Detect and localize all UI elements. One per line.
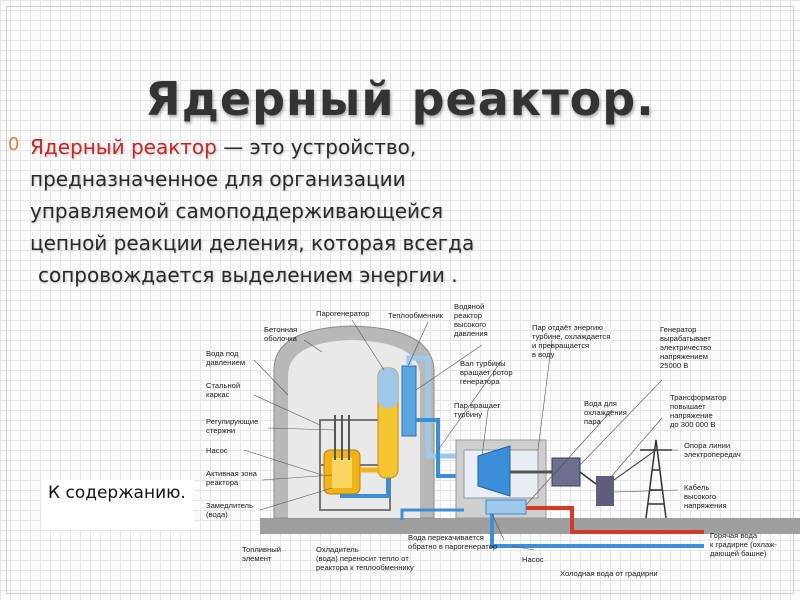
leader-lines [243, 319, 679, 551]
definition-line-1-rest: — это устройство, [216, 135, 417, 159]
label-zamed-1: Замедлитель [206, 501, 253, 510]
label-holod: Холодная вода от градирни [560, 569, 658, 578]
return-water-pipe [400, 508, 464, 520]
label-ohlad-2: (вода) переносит тепло от [316, 554, 409, 563]
primary-pipe-cold [340, 478, 390, 498]
label-opora-2: электропередач [684, 450, 741, 459]
label-ohlad-3: реактора к теплообменнику [316, 563, 414, 572]
steam-line [406, 355, 482, 459]
label-stalnoy-2: каркас [206, 390, 230, 399]
label-kabel-3: напряжения [684, 501, 727, 510]
definition-line-3: управляемой самоподдерживающейся [30, 199, 444, 223]
label-par-vrash-2: турбину [454, 410, 482, 419]
label-voda-perek-1: Вода перекачивается [408, 533, 484, 542]
label-trans-2: повышает [670, 402, 706, 411]
definition-line-5: сопровождается выделением энергии . [38, 263, 458, 287]
label-betonnaya-2: оболочка [264, 334, 298, 343]
label-aktiv-1: Активная зона [206, 469, 258, 478]
label-val-3: генератора [460, 377, 500, 386]
label-par-vrash-1: Пар вращает [454, 401, 501, 410]
label-gen-4: напряжением [660, 352, 708, 361]
label-voda-dlya-3: пара [584, 417, 602, 426]
label-kabel-1: Кабель [684, 483, 709, 492]
label-reg-2: стержни [206, 426, 235, 435]
condenser [485, 499, 527, 515]
high-voltage-cable [613, 449, 657, 481]
label-val-2: вращает ротор [460, 368, 513, 377]
label-voda-dlya-1: Вода для [584, 399, 617, 408]
reactor-diagram-svg: Парогенератор Теплообменник Водяной реак… [206, 302, 800, 578]
label-par-otdaet-2: турбине, охлаждается [532, 332, 610, 341]
turbine [477, 445, 511, 497]
definition-line-2: предназначенное для организации [30, 167, 406, 191]
reactor-diagram: Парогенератор Теплообменник Водяной реак… [192, 300, 800, 592]
label-stalnoy-1: Стальной [206, 381, 240, 390]
definition-line-1: Ядерный реактор — это устройство, [30, 131, 640, 163]
label-voda-dlya-2: охлаждения [584, 408, 627, 417]
label-val-1: Вал турбины [460, 359, 506, 368]
label-vodyanoy-4: давления [454, 329, 488, 338]
label-opora-1: Опора линии [684, 441, 730, 450]
definition-paragraph: Ядерный реактор — это устройство, предна… [30, 131, 640, 291]
label-par-otdaet-1: Пар отдаёт энергию [532, 323, 603, 332]
label-toplivny-1: Топливный [242, 545, 281, 554]
reactor-core [332, 458, 352, 488]
slide-title: Ядерный реактор. [145, 72, 655, 126]
steam-generator-top [378, 368, 398, 408]
transformer [596, 476, 614, 506]
label-nasos-bottom: Насос [522, 555, 544, 564]
bullet-marker: 0 [8, 134, 20, 155]
label-goryach-2: к градирне (охлаж- [710, 540, 777, 549]
label-vodyanoy-1: Водяной [454, 302, 484, 311]
label-kabel-2: высокого [684, 492, 716, 501]
label-voda-pod-2: давлением [206, 358, 245, 367]
label-betonnaya-1: Бетонная [264, 325, 297, 334]
label-aktiv-2: реактора [206, 478, 239, 487]
label-ohlad-1: Охладитель [316, 545, 359, 554]
label-trans-1: Трансформатор [670, 393, 726, 402]
label-voda-perek-2: обратно в парогенератор [408, 542, 497, 551]
label-zamed-2: (вода) [206, 510, 228, 519]
label-vodyanoy-3: высокого [454, 320, 486, 329]
label-gen-3: электричество [660, 343, 711, 352]
label-nasos-left: Насос [206, 446, 228, 455]
contents-link[interactable]: К содержанию. [42, 480, 194, 530]
label-vodyanoy-2: реактор [454, 311, 482, 320]
cold-water-pipe [490, 514, 704, 548]
label-goryach-1: Горячая вода [710, 531, 758, 540]
power-pylon [640, 439, 672, 519]
hot-water-pipe [526, 506, 704, 534]
label-goryach-3: дающей башне) [710, 549, 767, 558]
label-reg-1: Регулирующие [206, 417, 258, 426]
label-gen-1: Генератор [660, 325, 696, 334]
definition-term: Ядерный реактор [30, 135, 217, 159]
label-gen-2: вырабатывает [660, 334, 711, 343]
heat-exchanger [401, 365, 417, 437]
label-trans-4: до 300 000 В [670, 420, 715, 429]
label-gen-5: 25000 В [660, 361, 688, 370]
generator [551, 457, 581, 487]
label-teploobmennik: Теплообменник [388, 311, 444, 320]
label-trans-3: напряжение [670, 411, 713, 420]
slide-frame [6, 6, 794, 594]
definition-line-4: цепной реакции деления, которая всегда [30, 231, 475, 255]
label-par-otdaet-4: в воду [532, 350, 555, 359]
generator-cable [579, 471, 597, 485]
label-parogenerator: Парогенератор [316, 309, 370, 318]
label-toplivny-2: элемент [242, 554, 272, 563]
label-voda-pod-1: Вода под [206, 349, 239, 358]
label-par-otdaet-3: и превращается [532, 341, 589, 350]
